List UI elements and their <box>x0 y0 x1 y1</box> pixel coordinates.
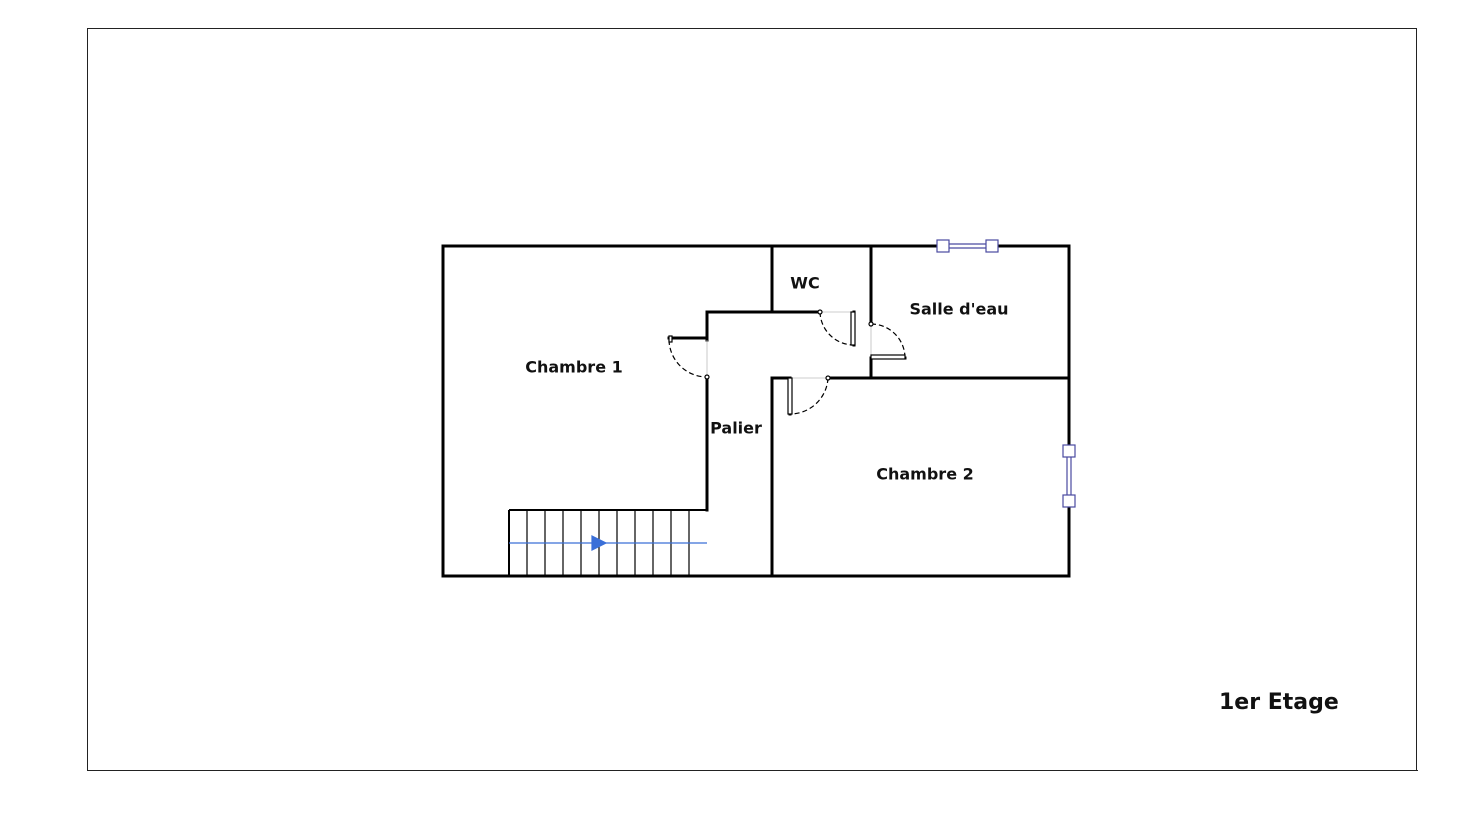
door-leaf-wc <box>850 311 856 346</box>
door-chambre1 <box>668 339 708 378</box>
frame-bottom-rule <box>87 770 1418 771</box>
room-label-palier: Palier <box>710 418 762 438</box>
staircase <box>508 509 707 576</box>
door-wc <box>819 311 855 346</box>
floor-label: 1er Etage <box>1219 690 1339 715</box>
door-hinge <box>825 375 831 381</box>
door-hinge <box>868 321 874 327</box>
room-label-chambre-1: Chambre 1 <box>525 357 623 377</box>
window-right <box>1062 444 1076 508</box>
room-label-wc: WC <box>790 273 820 293</box>
plan-frame <box>87 28 1417 770</box>
door-hinge <box>704 374 710 380</box>
door-hinge <box>817 309 823 315</box>
door-salle-eau <box>870 323 906 359</box>
room-label-salle-d-eau: Salle d'eau <box>909 299 1009 319</box>
door-leaf-chambre1 <box>668 335 673 343</box>
door-leaf-chambre2 <box>787 377 793 415</box>
window-top <box>936 239 999 253</box>
door-leaf-salle <box>870 354 906 360</box>
doors <box>668 309 906 415</box>
walls <box>441 244 1071 578</box>
windows <box>936 239 1076 508</box>
room-label-chambre-2: Chambre 2 <box>876 464 974 484</box>
stair-arrow-head <box>591 535 608 551</box>
door-chambre2 <box>789 377 829 415</box>
